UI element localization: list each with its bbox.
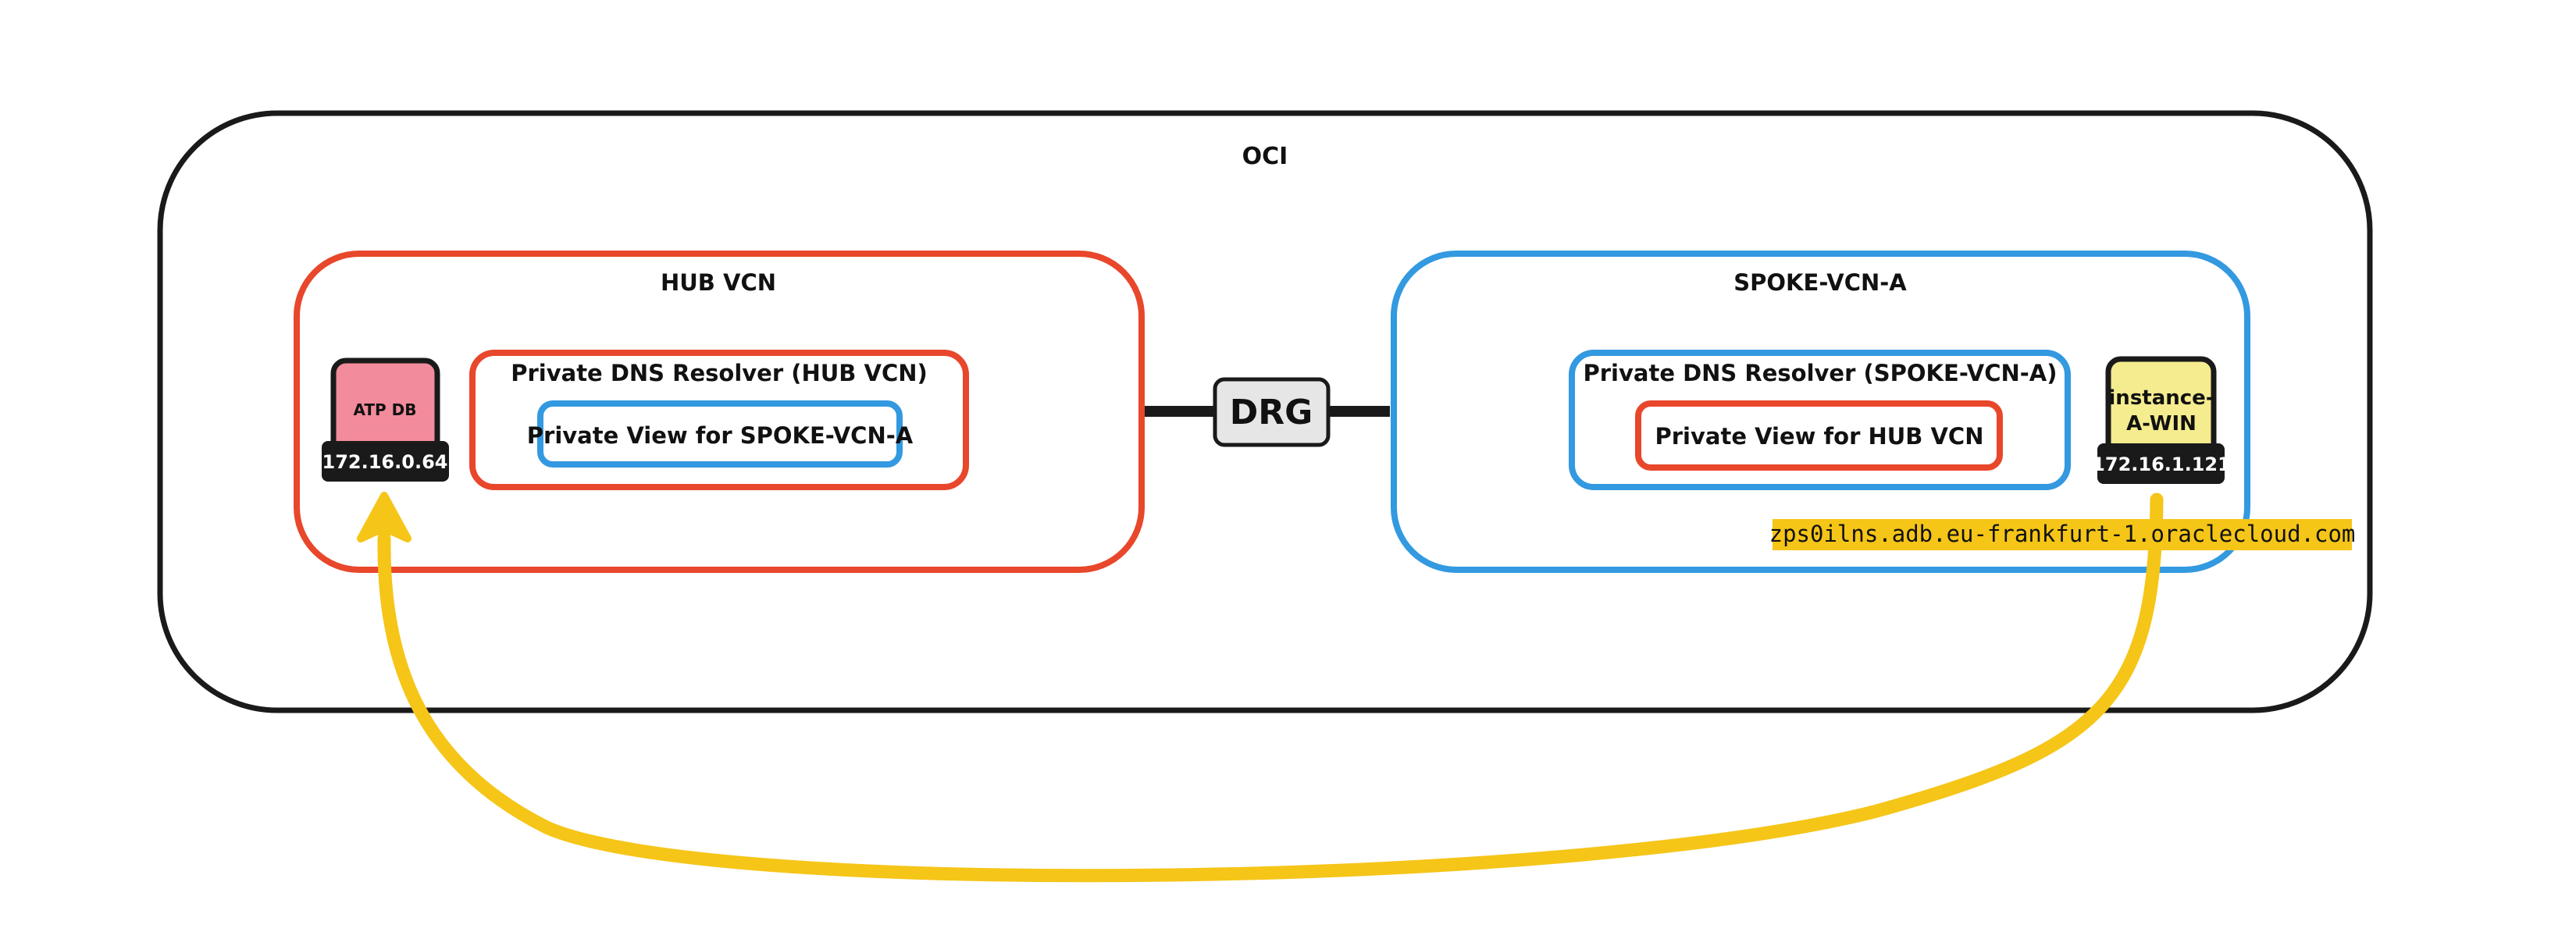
dns-query-path (377, 493, 2164, 883)
atp-db-label: ATP DB (353, 400, 416, 419)
spoke-dns-resolver (1569, 350, 2071, 490)
hub-dns-resolver-label: Private DNS Resolver (HUB VCN) (511, 360, 928, 386)
spoke-vcn-container (1391, 251, 2250, 573)
atp-db-ip-badge (322, 441, 449, 482)
spoke-dns-resolver-label: Private DNS Resolver (SPOKE-VCN-A) (1583, 360, 2057, 386)
hostname-label: zps0ilns.adb.eu-frankfurt-1.oraclecloud.… (1769, 521, 2356, 547)
hub-vcn-container (294, 251, 1145, 573)
hub-private-view (537, 400, 903, 468)
dns-query-arrowhead (357, 492, 412, 554)
spoke-private-view (1635, 400, 2003, 471)
oci-container (157, 110, 2373, 713)
instance-ip-badge (2097, 443, 2225, 484)
drg-label: DRG (1230, 393, 1313, 432)
hub-private-view-label: Private View for SPOKE-VCN-A (527, 422, 914, 449)
hub-dns-resolver (469, 350, 969, 490)
hub-vcn-label: HUB VCN (661, 269, 776, 296)
instance-label-line2: A-WIN (2126, 412, 2197, 436)
drg-node (1213, 377, 1331, 447)
atp-db-ip: 172.16.0.64 (322, 451, 448, 473)
instance-label-line1: instance- (2108, 386, 2214, 410)
oci-label: OCI (1242, 143, 1288, 170)
hostname-highlight (1773, 519, 2352, 550)
spoke-private-view-label: Private View for HUB VCN (1655, 423, 1984, 450)
spoke-vcn-label: SPOKE-VCN-A (1733, 269, 1907, 296)
instance-ip: 172.16.1.121 (2092, 453, 2231, 475)
